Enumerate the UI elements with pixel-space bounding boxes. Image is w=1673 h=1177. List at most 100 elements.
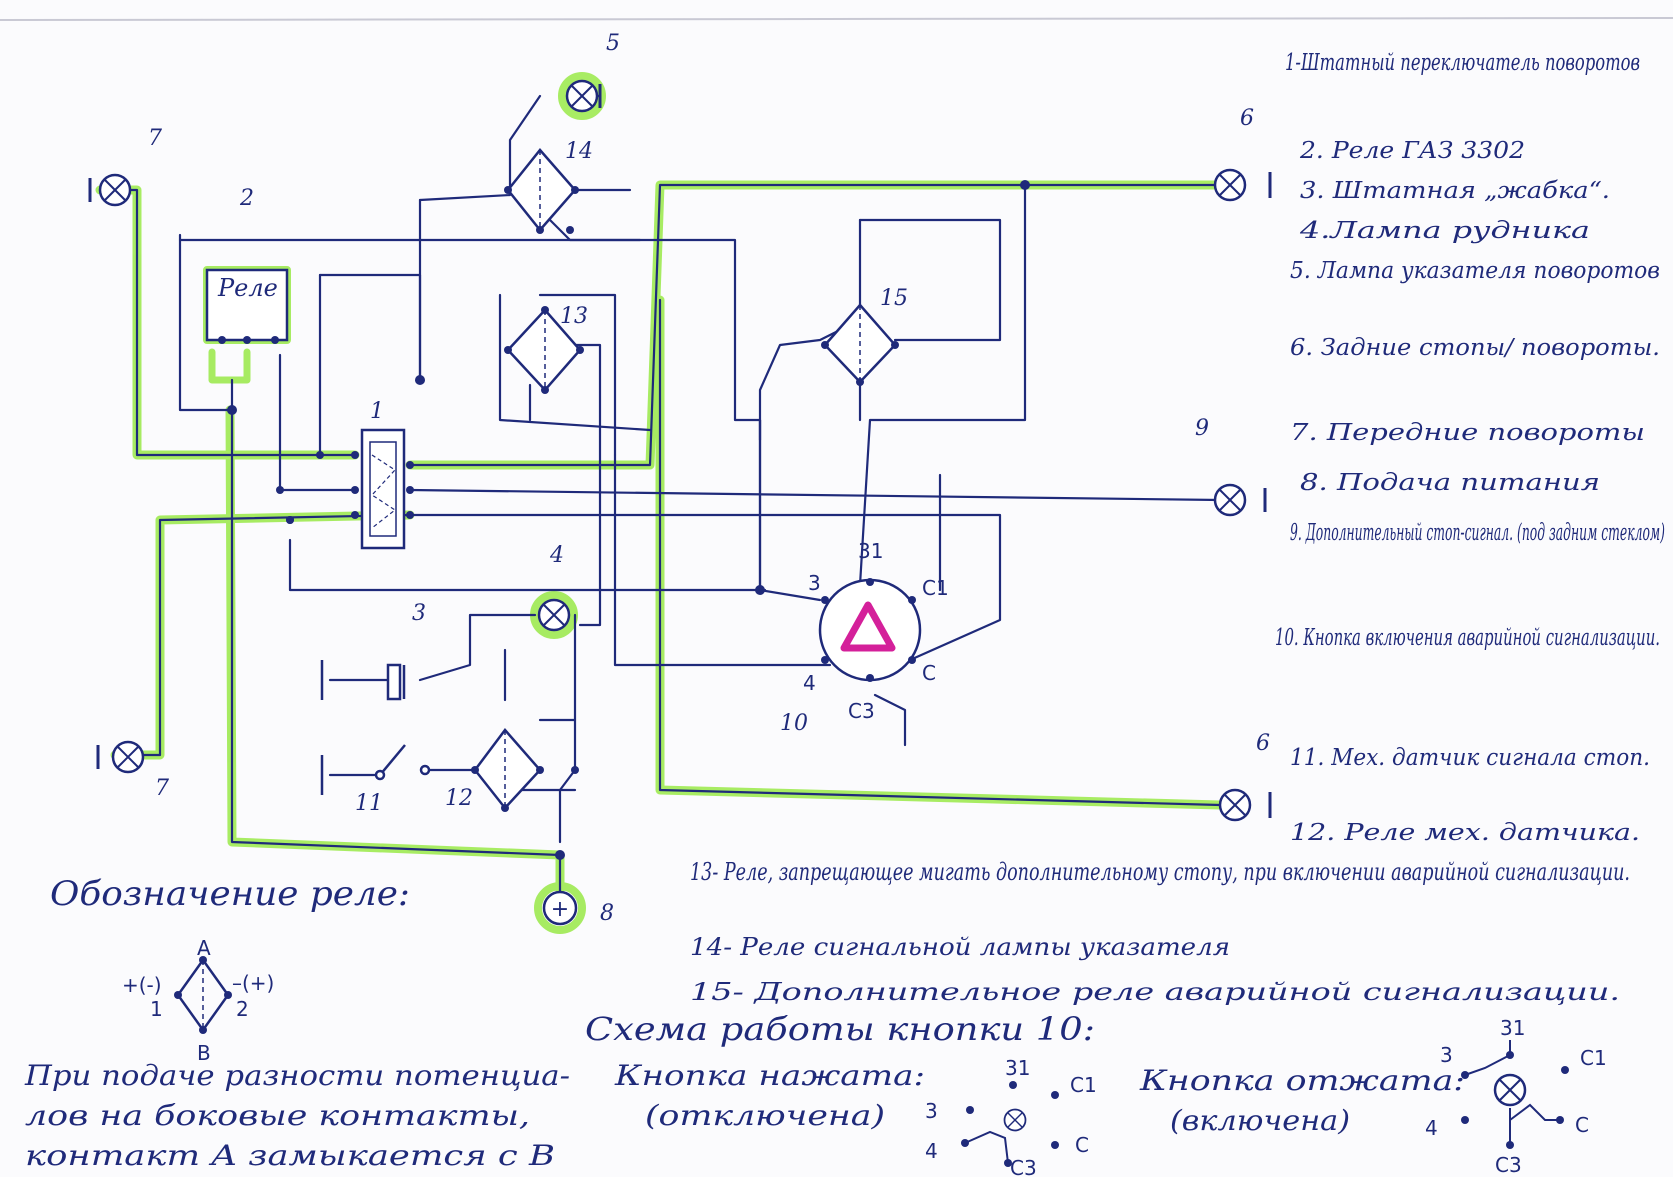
label-n12: 12: [445, 786, 473, 811]
pin-C: C: [922, 661, 936, 685]
button-pin-labels: 31 3 C1 4 C C3: [803, 539, 949, 723]
lamp-4-icon: [537, 598, 571, 632]
legend: 1-Штатный переключатель поворотов 2. Рел…: [1275, 50, 1665, 846]
note-15: 15- Дополнительное реле аварийной сигнал…: [690, 978, 1620, 1006]
pin-C3: C3: [848, 699, 875, 723]
label-n7b: 7: [155, 776, 169, 801]
pressed-pin-C3: C3: [1010, 1156, 1037, 1177]
note-14: 14- Реле сигнальной лампы указателя: [690, 933, 1230, 961]
legend-item-6: 6. Задние стопы/ повороты.: [1290, 335, 1660, 361]
legend-item-12: 12. Реле мех. датчика.: [1290, 820, 1640, 846]
hazard-triangle-icon: [840, 601, 896, 652]
legend-item-5: 5. Лампа указателя поворотов: [1290, 258, 1660, 284]
legend-item-2: 2. Реле ГАЗ 3302: [1299, 138, 1525, 164]
button-scheme-title: Схема работы кнопки 10:: [585, 1010, 1095, 1048]
pressed-pin-C: C: [1075, 1133, 1089, 1157]
button-scheme-labels: Кнопка нажата: (отключена) Кнопка отжата…: [614, 1059, 1465, 1137]
lamp-7-upper-icon: [98, 173, 132, 207]
relay-notation-symbol: [174, 956, 232, 1034]
released-pin-C3: C3: [1495, 1153, 1522, 1177]
label-n7a: 7: [148, 126, 162, 151]
notation-pin1: 1: [150, 997, 163, 1021]
pressed-pin-31: 31: [1005, 1056, 1030, 1080]
released-pin-4: 4: [1425, 1116, 1438, 1140]
pressed-label: Кнопка нажата:: [614, 1059, 925, 1092]
label-n10: 10: [780, 711, 808, 736]
ink-wires: [98, 94, 1222, 897]
pin-31: 31: [858, 539, 883, 563]
lamp-5-icon: [565, 79, 599, 113]
zhabka-3: [320, 660, 406, 701]
turn-switch-1: [276, 428, 414, 550]
pin-3: 3: [808, 571, 821, 595]
lamp-6-upper-icon: [1213, 168, 1247, 202]
notation-left: +(-): [122, 973, 162, 997]
notation-A: A: [197, 936, 211, 960]
label-n11: 11: [355, 791, 383, 816]
sensor-11: [320, 744, 431, 795]
lamp-9-icon: [1213, 483, 1247, 517]
label-n4: 4: [549, 543, 564, 568]
notation-pin2: 2: [236, 997, 249, 1021]
page-edge-line: [0, 17, 1673, 21]
notes: 13- Реле, запрещающее мигать дополнитель…: [690, 858, 1630, 1006]
label-n3: 3: [412, 601, 426, 626]
hazard-button-10: [818, 578, 922, 682]
pressed-pin-3: 3: [925, 1099, 938, 1123]
released-pin-3: 3: [1440, 1043, 1453, 1067]
notation-line-2: лов на боковые контакты,: [25, 1099, 530, 1132]
legend-item-7: 7. Передние повороты: [1290, 420, 1645, 446]
label-n5: 5: [606, 31, 620, 56]
pressed-pinout: 31 C1 3 4 C C3: [925, 1056, 1097, 1177]
legend-item-11: 11. Мех. датчик сигнала стоп.: [1290, 745, 1650, 771]
relay-2-label: Реле: [217, 274, 278, 302]
pressed-pin-C1: C1: [1070, 1073, 1097, 1097]
lamp-6-lower-icon: [1218, 788, 1252, 822]
power-symbol: +: [551, 897, 569, 922]
pressed-pin-4: 4: [925, 1139, 938, 1163]
legend-item-10: 10. Кнопка включения аварийной сигнализа…: [1275, 625, 1660, 651]
note-13: 13- Реле, запрещающее мигать дополнитель…: [690, 858, 1630, 886]
relay-15: [823, 303, 897, 384]
label-n6b: 6: [1256, 731, 1270, 756]
released-pin-C1: C1: [1580, 1046, 1607, 1070]
relay-12: [473, 728, 542, 810]
legend-item-3: 3. Штатная „жабка“.: [1300, 178, 1610, 204]
relay-notation-text: При подаче разности потенциа- лов на бок…: [24, 1059, 570, 1172]
notation-right: –(+): [232, 971, 274, 995]
junction-dots: [286, 180, 1030, 860]
label-n9: 9: [1195, 416, 1209, 441]
label-n13: 13: [560, 304, 588, 329]
label-n14: 14: [565, 139, 593, 164]
released-sub: (включена): [1170, 1104, 1350, 1137]
notation-line-1: При подаче разности потенциа-: [24, 1059, 570, 1092]
label-n8: 8: [600, 901, 614, 926]
relay-notation-title: Обозначение реле:: [50, 874, 410, 914]
legend-item-8: 8. Подача питания: [1300, 470, 1600, 496]
relay-2: [205, 268, 425, 415]
label-n6a: 6: [1240, 106, 1254, 131]
relay-notation-labels: A B +(-) –(+) 1 2: [122, 936, 274, 1065]
lamp-5-hl: [558, 72, 606, 120]
component-labels: 1 2 3 4 5 6 6 7 7 8 9 10 11 12 13 14 15: [148, 31, 1270, 926]
notation-B: B: [197, 1041, 211, 1065]
legend-item-1: 1-Штатный переключатель поворотов: [1285, 50, 1640, 76]
pin-C1: C1: [922, 576, 949, 600]
released-pinout: 31 C1 3 4 C C3: [1425, 1016, 1607, 1177]
released-pin-31: 31: [1500, 1016, 1525, 1040]
released-pin-C: C: [1575, 1113, 1589, 1137]
legend-item-9: 9. Дополнительный стоп-сигнал. (под задн…: [1290, 520, 1665, 546]
power-terminal-8: +: [542, 890, 578, 926]
label-n15: 15: [880, 286, 908, 311]
notation-line-3: контакт A замыкается с B: [25, 1139, 555, 1172]
pressed-sub: (отключена): [645, 1099, 885, 1132]
released-label: Кнопка отжата:: [1139, 1064, 1465, 1097]
label-n2: 2: [239, 186, 254, 211]
relay-2-bridge-hl: [208, 348, 251, 384]
label-n1: 1: [370, 399, 384, 424]
legend-item-4: 4.Лампа рудника: [1299, 218, 1590, 244]
pin-4: 4: [803, 671, 816, 695]
lamp-7-lower-icon: [111, 740, 145, 774]
